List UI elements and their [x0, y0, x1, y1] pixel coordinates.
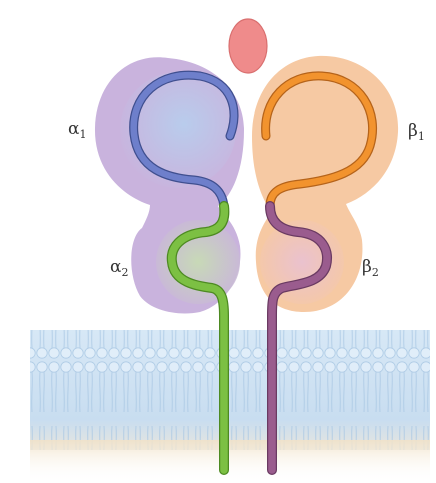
ligand-oval [229, 19, 267, 73]
label-beta1: β1 [408, 121, 425, 143]
label-alpha1: α1 [68, 119, 86, 141]
label-beta2: β2 [362, 257, 379, 279]
label-alpha2: α2 [110, 257, 128, 279]
lipid-bilayer [30, 330, 430, 483]
